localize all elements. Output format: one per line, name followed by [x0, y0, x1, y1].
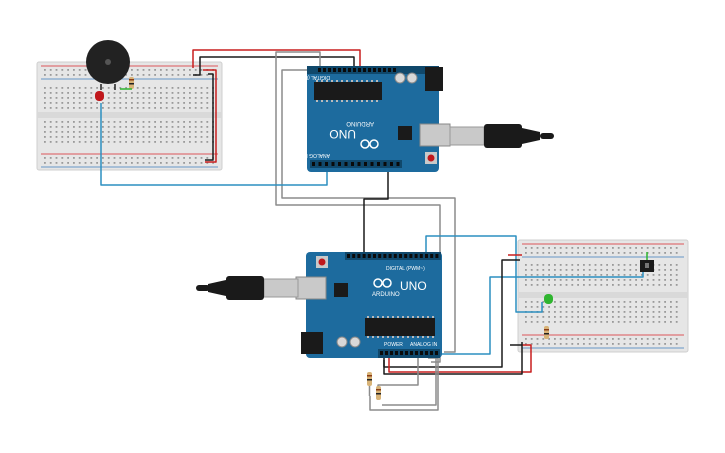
- resistor-left[interactable]: [120, 77, 134, 90]
- wire-red-1: [192, 49, 361, 68]
- arduino-top-analog-label: ANALOG IN: [302, 152, 330, 158]
- arduino-uno-bottom[interactable]: UNO ARDUINO DIGITAL (PWM~) ANALOG IN POW…: [295, 252, 442, 358]
- resistor-right[interactable]: [544, 326, 549, 339]
- wire-blue-3: [432, 268, 644, 355]
- arduino-logo-top: [360, 139, 379, 149]
- green-led[interactable]: [544, 294, 553, 304]
- red-led[interactable]: [95, 91, 104, 101]
- breadboard-right-holes: [525, 247, 678, 345]
- wire-black-2: [205, 73, 214, 161]
- usb-port-top: [419, 123, 451, 147]
- reset-button-top[interactable]: [427, 154, 435, 162]
- arduino-top-digital-label: DIGITAL (PWM~): [291, 74, 330, 80]
- tilt-sensor[interactable]: [640, 252, 654, 272]
- reset-button-bottom[interactable]: [318, 258, 326, 266]
- wire-blue-2: [425, 235, 543, 313]
- arduino-bottom-analog-label: ANALOG IN: [410, 342, 438, 348]
- arduino-uno-top[interactable]: UNO ARDUINO DIGITAL (PWM~) ANALOG IN: [291, 66, 451, 172]
- wire-red-3: [388, 344, 532, 373]
- arduino-bottom-power-label: POWER: [384, 342, 403, 348]
- wire-red-2: [203, 69, 217, 163]
- usb-port-bottom: [295, 276, 327, 300]
- piezo-buzzer[interactable]: [86, 40, 130, 90]
- wire-gray-2: [281, 69, 456, 353]
- arduino-bottom-digital-label: DIGITAL (PWM~): [386, 266, 425, 272]
- resistor-bottom-2[interactable]: [376, 386, 381, 400]
- arduino-bottom-model: UNO: [400, 279, 427, 293]
- usb-cable-top[interactable]: [449, 124, 554, 148]
- breadboard-left-holes: [44, 69, 214, 164]
- wire-black-3: [363, 168, 389, 252]
- breadboard-left[interactable]: [36, 61, 223, 171]
- wire-gray-5: [382, 358, 437, 406]
- wire-gray-4: [369, 357, 439, 411]
- arduino-bottom-brand: ARDUINO: [372, 292, 400, 298]
- arduino-logo-bottom: [373, 278, 392, 288]
- dc-jack-top: [425, 67, 443, 91]
- wire-gray-1: [275, 51, 441, 363]
- wire-black-1: [193, 56, 355, 76]
- arduino-top-brand: ARDUINO: [346, 120, 374, 126]
- wire-blue-1: [100, 103, 328, 186]
- dc-jack-bottom: [301, 332, 323, 354]
- resistor-bottom-1[interactable]: [367, 372, 372, 396]
- usb-cable-bottom[interactable]: [196, 276, 299, 300]
- wire-black-5: [383, 342, 523, 375]
- arduino-top-model: UNO: [329, 127, 356, 141]
- breadboard-right[interactable]: [517, 239, 689, 353]
